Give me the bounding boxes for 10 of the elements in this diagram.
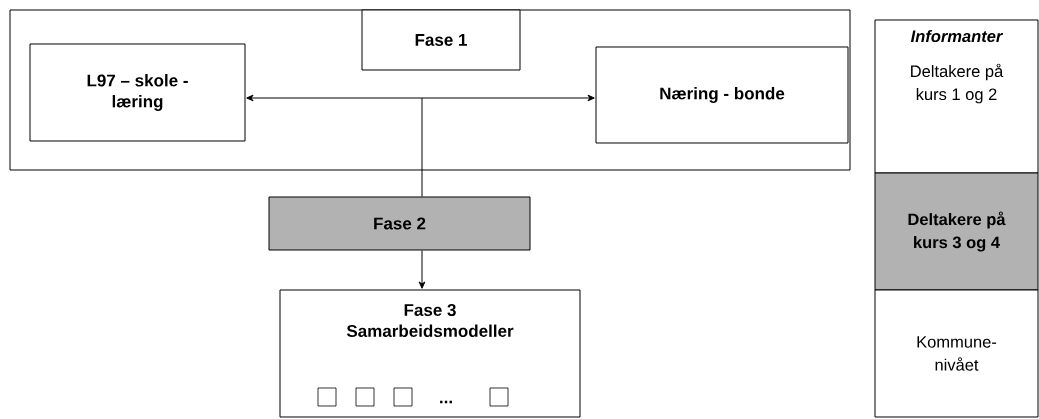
phase-box: Næring - bonde [595,46,849,144]
phase-box: Fase 2 [268,196,531,251]
phase-box: L97 – skole - læring [29,43,246,142]
ellipsis: ... [440,400,452,404]
arrow [418,250,426,289]
table-cell: Kommune- nivået [874,289,1039,418]
table-cell: Informanter Deltakere på kurs 1 og 2 [874,19,1039,174]
arrow [246,94,595,102]
table-cell: Deltakere på kurs 3 og 4 [874,172,1039,291]
phase-box: Fase 1 [361,9,521,71]
